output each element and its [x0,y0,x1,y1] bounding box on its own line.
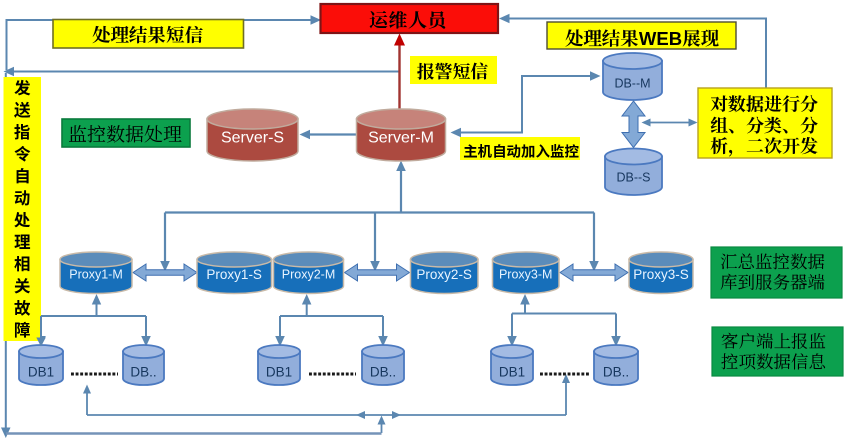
svg-text:析，二次开发: 析，二次开发 [710,133,818,159]
svg-text:理: 理 [14,229,31,253]
svg-text:DB..: DB.. [370,365,396,380]
svg-text:Proxy3-S: Proxy3-S [633,267,689,282]
svg-text:控项数据信息: 控项数据信息 [721,349,826,374]
svg-text:报警短信: 报警短信 [417,58,489,84]
svg-text:处: 处 [13,207,31,231]
svg-text:组、分类、分: 组、分类、分 [710,112,818,138]
svg-text:自: 自 [14,163,31,187]
svg-text:主机自动加入监控: 主机自动加入监控 [463,141,579,162]
svg-text:DB..: DB.. [130,365,156,380]
svg-text:DB--M: DB--M [614,77,650,91]
svg-text:指: 指 [14,119,31,143]
svg-text:动: 动 [14,185,31,209]
svg-text:发: 发 [14,75,31,99]
svg-text:客户端上报监: 客户端上报监 [721,329,826,354]
svg-text:DB--S: DB--S [616,171,650,185]
svg-text:关: 关 [14,273,31,297]
svg-text:Proxy2-M: Proxy2-M [282,268,335,282]
svg-text:Proxy3-M: Proxy3-M [499,268,552,282]
svg-text:Server-M: Server-M [368,130,434,147]
svg-text:DB1: DB1 [499,365,525,380]
svg-text:运维人员: 运维人员 [369,6,447,33]
svg-text:Proxy1-M: Proxy1-M [69,268,122,282]
svg-text:故: 故 [14,295,31,319]
svg-text:Proxy2-S: Proxy2-S [416,267,472,282]
svg-text:Proxy1-S: Proxy1-S [206,267,262,282]
svg-text:处理结果WEB展现: 处理结果WEB展现 [565,25,720,51]
svg-text:Server-S: Server-S [221,130,284,147]
svg-text:障: 障 [14,317,31,341]
svg-text:库到服务器端: 库到服务器端 [720,270,825,295]
svg-text:处理结果短信: 处理结果短信 [92,22,203,48]
svg-text:监控数据处理: 监控数据处理 [68,120,182,147]
svg-text:对数据进行分: 对数据进行分 [710,91,818,117]
svg-text:相: 相 [14,251,31,275]
svg-text:送: 送 [13,97,31,121]
svg-text:DB..: DB.. [603,365,629,380]
svg-text:令: 令 [14,141,31,165]
svg-text:汇总监控数据: 汇总监控数据 [720,249,825,274]
svg-text:DB1: DB1 [28,365,54,380]
svg-text:DB1: DB1 [266,365,292,380]
